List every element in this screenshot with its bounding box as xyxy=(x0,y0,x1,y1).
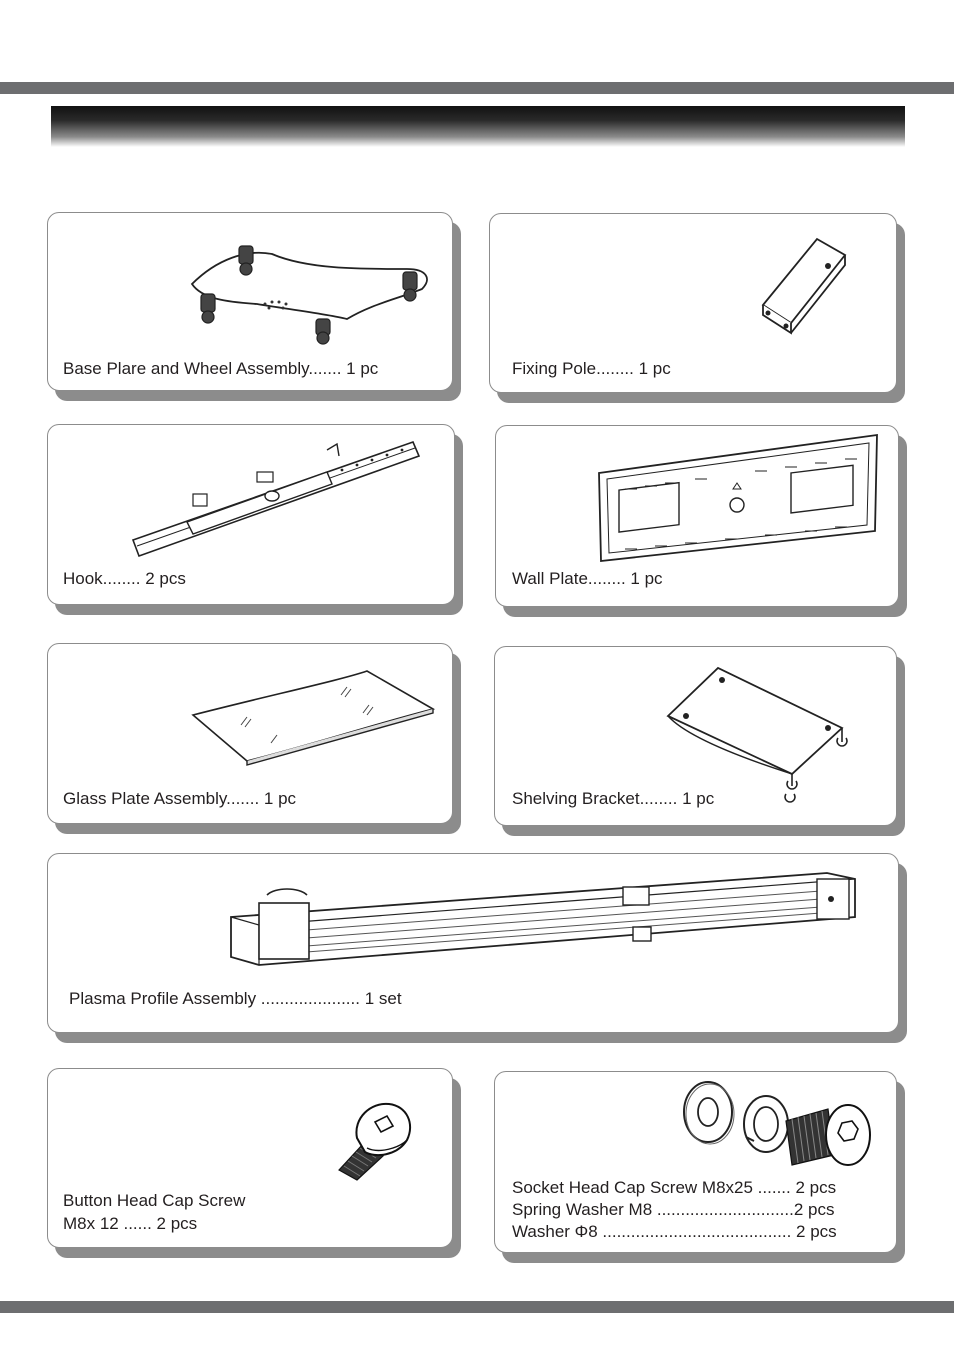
part-label: Wall Plate........ 1 pc xyxy=(512,569,663,588)
part-label: Glass Plate Assembly....... 1 pc xyxy=(63,789,297,808)
socket-head-screw-icon xyxy=(785,1104,871,1166)
part-card-wall-plate: Wall Plate........ 1 pc xyxy=(495,425,907,617)
part-label: Shelving Bracket........ 1 pc xyxy=(512,789,715,808)
shelving-bracket-illustration xyxy=(666,666,848,803)
top-rule xyxy=(0,82,954,94)
part-card-button-screw: Button Head Cap Screw M8x 12 ...... 2 pc… xyxy=(47,1068,461,1258)
hardware-line2: Spring Washer M8 .......................… xyxy=(512,1200,835,1219)
part-card-hook: Hook........ 2 pcs xyxy=(47,424,463,615)
base-plate-wheel-illustration xyxy=(190,245,428,345)
hardware-line3: Washer Φ8 ..............................… xyxy=(512,1222,837,1241)
hook-illustration xyxy=(131,440,421,558)
part-card-base-plate: Base Plare and Wheel Assembly....... 1 p… xyxy=(47,212,461,401)
wall-plate-illustration xyxy=(598,433,878,563)
button-head-screw-icon xyxy=(338,1102,412,1181)
part-card-shelving-bracket: Shelving Bracket........ 1 pc xyxy=(494,646,905,836)
bottom-rule xyxy=(0,1301,954,1313)
washer-icon xyxy=(683,1081,735,1145)
header-bar xyxy=(51,106,905,147)
part-label: Hook........ 2 pcs xyxy=(63,569,186,588)
fixing-pole-illustration xyxy=(761,237,847,335)
part-card-hardware: Socket Head Cap Screw M8x25 ....... 2 pc… xyxy=(494,1071,905,1263)
part-card-fixing-pole: Fixing Pole........ 1 pc xyxy=(489,213,905,403)
glass-plate-illustration xyxy=(191,670,436,766)
part-card-plasma-profile: Plasma Profile Assembly ................… xyxy=(47,853,907,1043)
part-label: Base Plare and Wheel Assembly....... 1 p… xyxy=(63,359,379,378)
part-label-line1: Button Head Cap Screw xyxy=(63,1191,246,1210)
hardware-line1: Socket Head Cap Screw M8x25 ....... 2 pc… xyxy=(512,1178,837,1197)
part-label: Plasma Profile Assembly ................… xyxy=(69,989,402,1008)
part-label-line2: M8x 12 ...... 2 pcs xyxy=(63,1214,198,1233)
part-label: Fixing Pole........ 1 pc xyxy=(512,359,671,378)
part-card-glass-plate: Glass Plate Assembly....... 1 pc xyxy=(47,643,461,834)
plasma-profile-illustration xyxy=(230,872,856,966)
